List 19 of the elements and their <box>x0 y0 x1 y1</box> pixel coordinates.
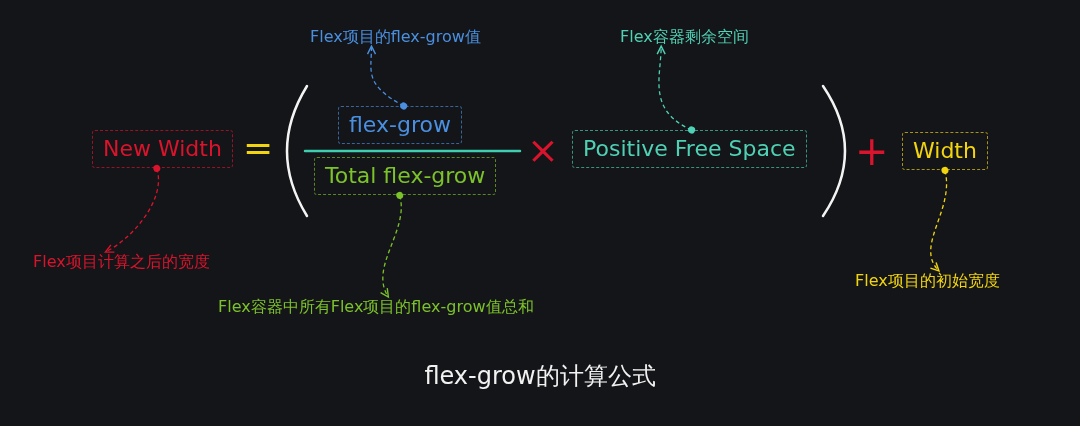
annotation-label: Flex容器剩余空间 <box>620 27 749 47</box>
formula-term-box: Positive Free Space <box>572 130 807 169</box>
annotation-label: Flex项目计算之后的宽度 <box>33 252 210 272</box>
annotation-label: Flex容器中所有Flex项目的flex-grow值总和 <box>218 297 534 317</box>
leader-line <box>656 45 696 134</box>
formula-term-box: Width <box>902 132 988 171</box>
annotation-label: Flex项目的flex-grow值 <box>310 27 481 47</box>
formula-term-box: flex-grow <box>338 106 462 145</box>
equals-sign: = <box>243 130 274 166</box>
multiplication-sign: × <box>527 131 559 169</box>
caption-text: flex-grow的计算公式 <box>424 362 656 390</box>
leader-line <box>930 166 949 272</box>
annotation-label: Flex项目的初始宽度 <box>855 271 1000 291</box>
leader-line <box>380 191 404 298</box>
formula-term-box: Total flex-grow <box>314 157 497 196</box>
leader-line <box>104 164 161 253</box>
plus-sign: + <box>855 131 889 171</box>
leader-line <box>366 45 408 110</box>
formula-term-box: New Width <box>92 130 233 169</box>
